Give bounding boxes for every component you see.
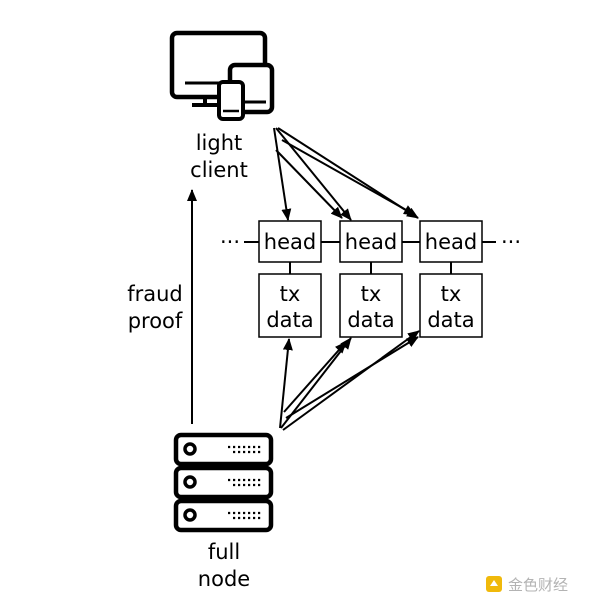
tx-label-1: tx	[280, 282, 301, 306]
arrow-to-head-2b	[275, 149, 343, 219]
tx-label-2: tx	[361, 282, 382, 306]
head-label-2: head	[345, 230, 397, 254]
ellipsis-right: ···	[501, 230, 521, 254]
arrow-to-head-1	[273, 127, 292, 221]
head-box-2	[339, 220, 403, 263]
watermark: 金色财经	[486, 576, 568, 594]
arrow-to-head-3b	[281, 139, 416, 216]
full-node-label-line2: node	[198, 567, 250, 591]
head-box-1	[258, 220, 322, 263]
light-client-arrows	[273, 127, 419, 221]
tx-data-box-2	[339, 273, 403, 338]
arrow-to-data-1	[279, 338, 293, 429]
ellipsis-left: ···	[220, 230, 240, 254]
tx-data-box-1	[258, 273, 322, 338]
head-label-1: head	[264, 230, 316, 254]
chain-links	[244, 241, 496, 274]
tx-data-box-3	[419, 273, 483, 338]
tx-label-3: tx	[441, 282, 462, 306]
data-label-2: data	[347, 308, 394, 332]
fraud-proof-label-line1: fraud	[127, 282, 183, 306]
arrow-to-head-2	[275, 127, 352, 221]
arrow-to-data-2b	[283, 341, 347, 413]
arrow-to-data-3	[282, 330, 420, 431]
watermark-text: 金色财经	[508, 576, 568, 594]
head-label-3: head	[425, 230, 477, 254]
block-3: head tx data	[419, 220, 483, 338]
devices-icon	[169, 30, 275, 121]
arrow-to-data-3b	[285, 336, 419, 419]
data-label-3: data	[427, 308, 474, 332]
light-client-label-line2: client	[190, 158, 248, 182]
light-client-label-line1: light	[196, 131, 243, 155]
full-node-label-line1: full	[208, 540, 240, 564]
block-2: head tx data	[339, 220, 403, 338]
fraud-proof-label-line2: proof	[128, 309, 183, 333]
full-node-arrows	[279, 330, 420, 431]
block-1: head tx data	[258, 220, 322, 338]
head-box-3	[419, 220, 483, 263]
server-icon	[173, 432, 274, 533]
data-label-1: data	[266, 308, 313, 332]
